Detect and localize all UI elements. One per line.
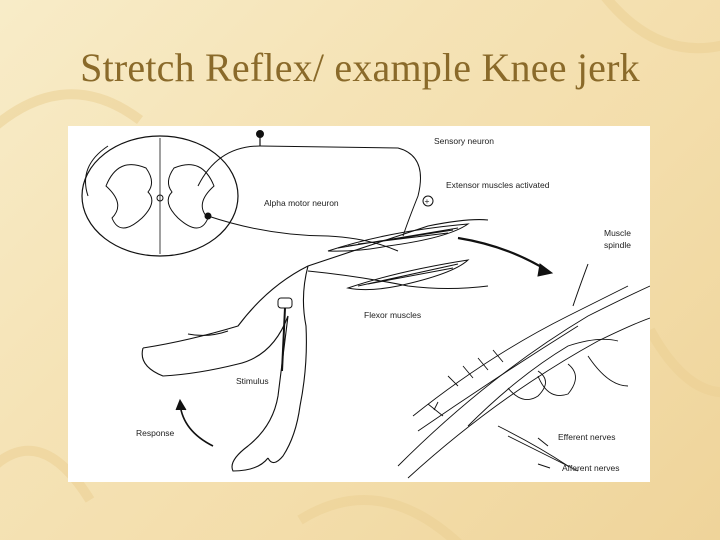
- label-afferent-nerves: Afferent nerves: [562, 463, 620, 473]
- label-extensor-activated: Extensor muscles activated: [446, 180, 550, 190]
- label-response: Response: [136, 428, 175, 438]
- label-flexor-muscles: Flexor muscles: [364, 310, 421, 320]
- flexor-muscle: [348, 260, 468, 290]
- label-muscle: Muscle: [604, 228, 631, 238]
- response-arrowhead: [176, 400, 186, 410]
- magnified-muscle-spindle: [398, 286, 650, 478]
- label-stimulus: Stimulus: [236, 376, 269, 386]
- label-efferent-nerves: Efferent nerves: [558, 432, 616, 442]
- label-sensory-neuron: Sensory neuron: [434, 136, 494, 146]
- diagram-svg: + Sensory neuron Extensor muscles activa…: [68, 126, 650, 482]
- label-alpha-motor-neuron: Alpha motor neuron: [264, 198, 339, 208]
- reflex-hammer: [278, 298, 292, 371]
- response-arrow: [180, 404, 213, 446]
- spindle-pointer-line: [573, 264, 588, 306]
- magnify-arrowhead: [538, 264, 552, 276]
- sensory-neuron-cell-body: [257, 131, 264, 138]
- spinal-cord-section: [82, 136, 238, 256]
- label-spindle: spindle: [604, 240, 631, 250]
- slide-title: Stretch Reflex/ example Knee jerk: [0, 44, 720, 91]
- stretch-reflex-diagram: + Sensory neuron Extensor muscles activa…: [68, 126, 650, 482]
- magnify-arrow: [458, 238, 548, 271]
- plus-sign: +: [425, 196, 430, 206]
